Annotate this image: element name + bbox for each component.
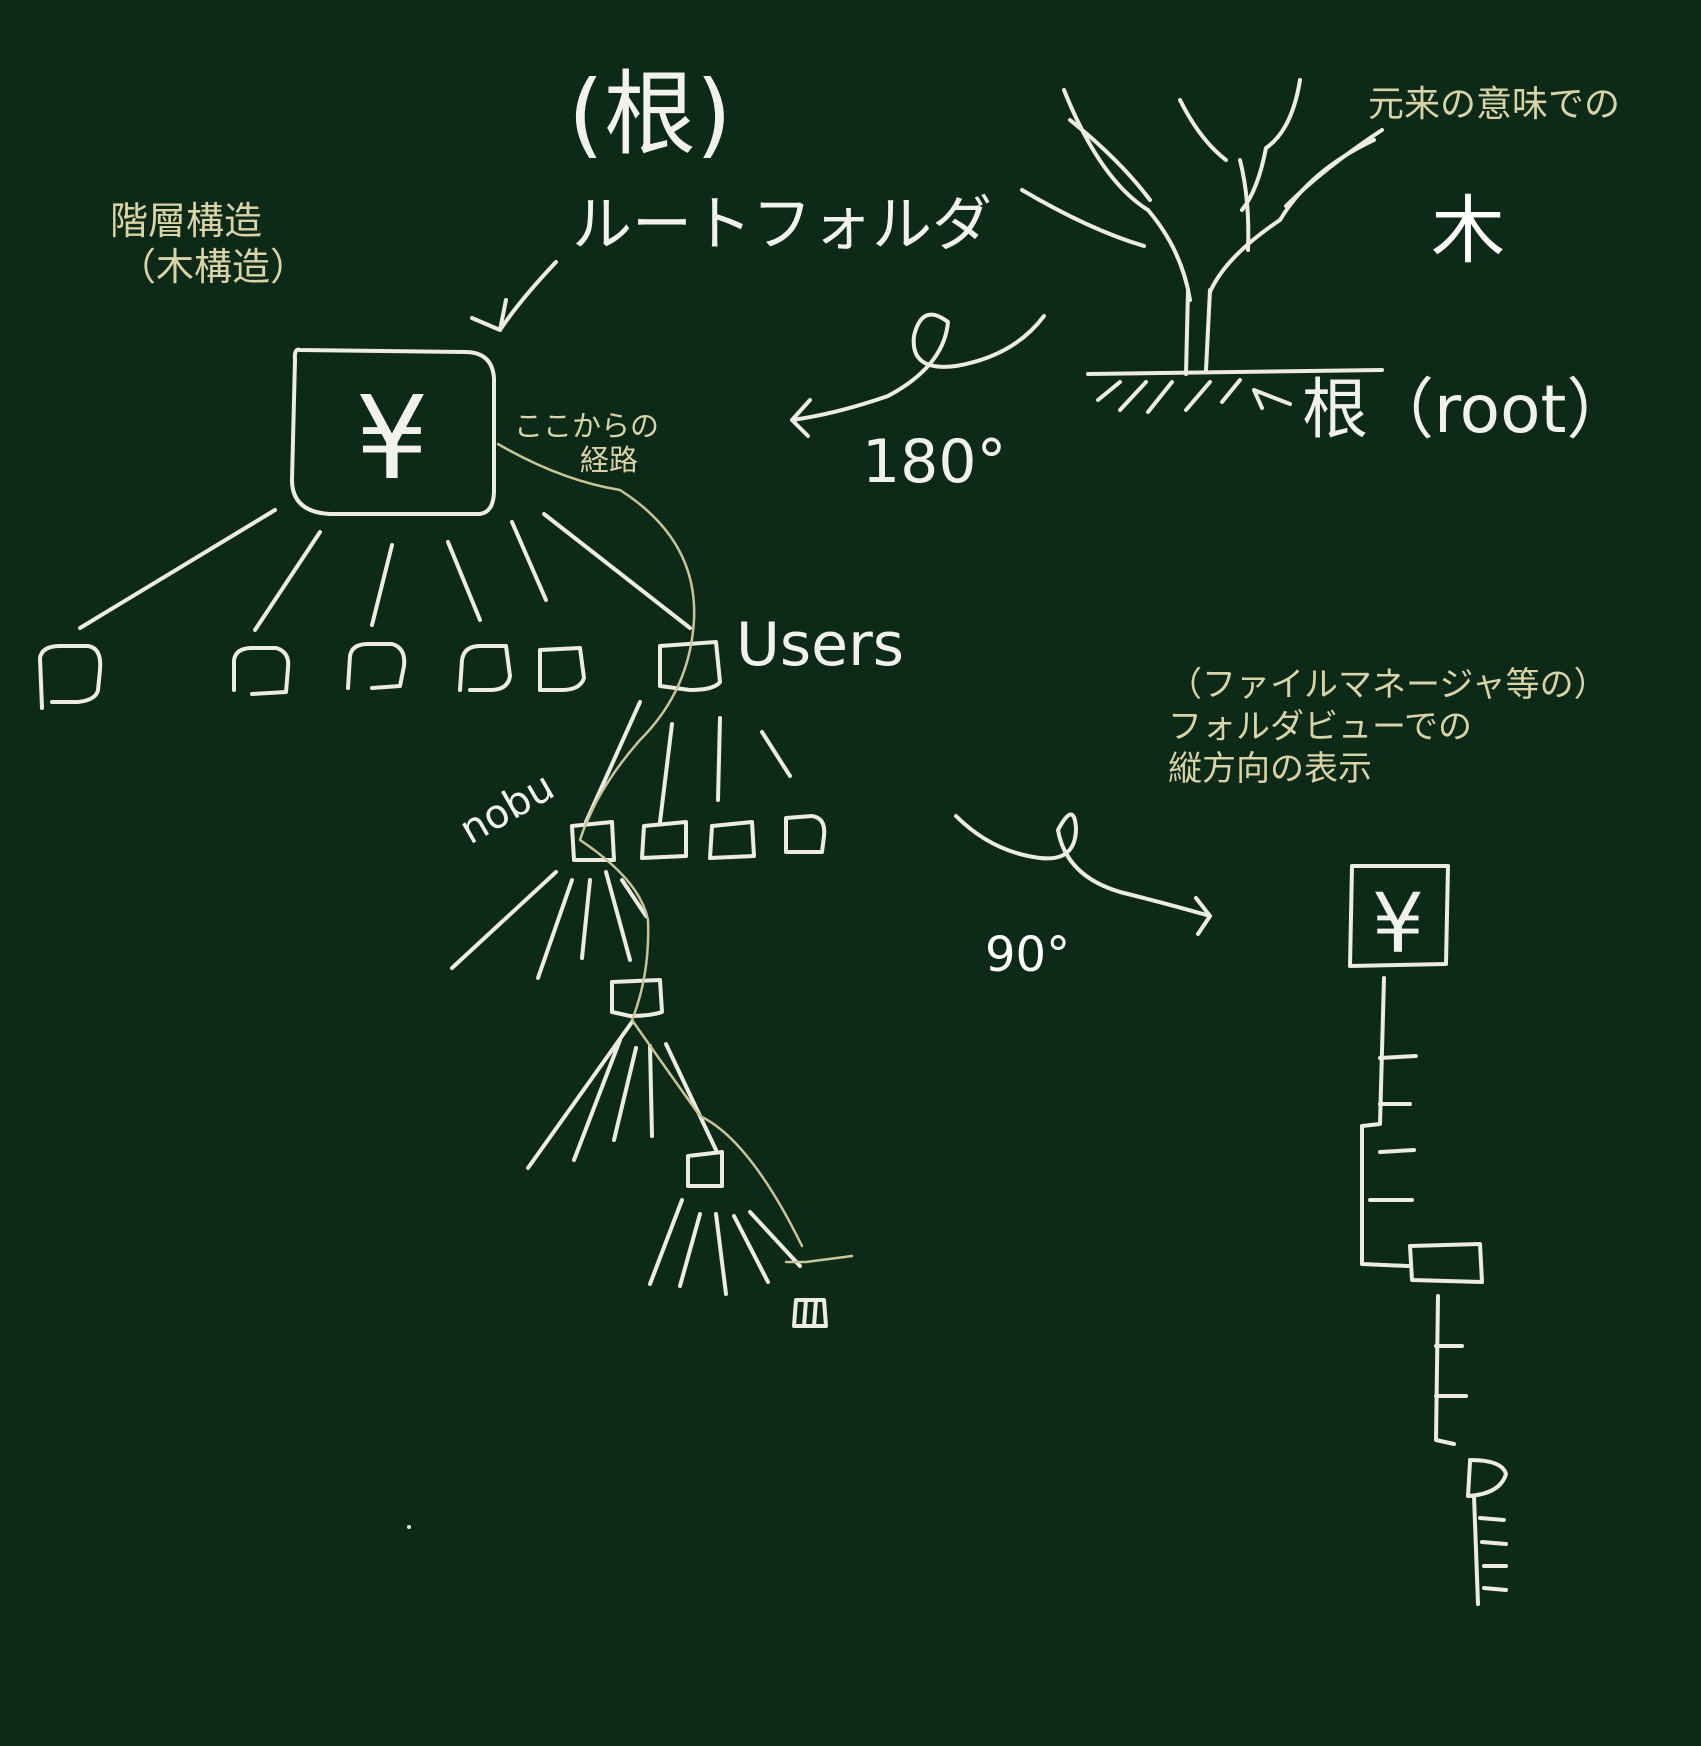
vertical-folder-box <box>1408 1242 1484 1284</box>
route-path-line <box>496 442 854 1264</box>
original-meaning-label: 元来の意味での <box>1368 84 1620 125</box>
root-branches <box>78 508 692 632</box>
hierarchy-label-line1: 階層構造 <box>110 199 262 243</box>
level4-branches <box>648 1198 802 1296</box>
level3-folder <box>610 978 664 1018</box>
vertical-folder-view: ¥ <box>1348 864 1508 1606</box>
root-folder-label: ルートフォルダ <box>572 190 992 260</box>
ground-hatching <box>1096 378 1242 414</box>
vertical-root-box <box>1348 864 1450 968</box>
level1-folders <box>38 640 722 710</box>
rotation-90-arrow <box>954 812 1212 936</box>
level3-branches <box>526 1020 718 1170</box>
chalk-dot <box>407 1525 411 1529</box>
hierarchy-label-line2: （木構造） <box>118 245 308 289</box>
root-english-label: 根（root） <box>1302 371 1632 448</box>
root-folder-box <box>290 347 496 516</box>
rotation-90-label: 90° <box>985 927 1070 983</box>
root-folder-symbol: ¥ <box>355 372 428 506</box>
path-from-here-line2: 経路 <box>580 443 638 477</box>
target-file <box>792 1298 828 1328</box>
rotation-180-arrow <box>790 312 1046 438</box>
tree-kanji-label: 木 <box>1431 188 1505 274</box>
users-branches <box>584 700 792 824</box>
level2-folders <box>570 814 827 862</box>
rotation-180-label: 180° <box>862 427 1007 497</box>
nobu-folder-label: nobu <box>452 764 562 854</box>
vertical-root-symbol: ¥ <box>1372 877 1424 972</box>
real-tree-drawing <box>1020 78 1384 414</box>
root-kanji-label: (根) <box>568 61 732 168</box>
ground-line <box>1086 368 1384 376</box>
tree-trunk <box>1184 288 1212 376</box>
path-from-here-line1: ここからの <box>514 409 659 443</box>
file-manager-line1: （ファイルマネージャ等の） <box>1168 665 1608 705</box>
folder-hierarchy-tree: ¥ Users <box>38 260 904 1328</box>
file-manager-line2: フォルダビューでの <box>1168 707 1472 747</box>
root-pointer-arrow <box>470 260 558 332</box>
users-folder-label: Users <box>736 610 904 680</box>
vertical-file-box <box>1466 1458 1508 1498</box>
nobu-branches <box>450 870 648 980</box>
level4-folder <box>686 1150 724 1188</box>
file-manager-line3: 縦方向の表示 <box>1168 749 1372 789</box>
root-pointer-arrow-2 <box>1252 388 1292 410</box>
